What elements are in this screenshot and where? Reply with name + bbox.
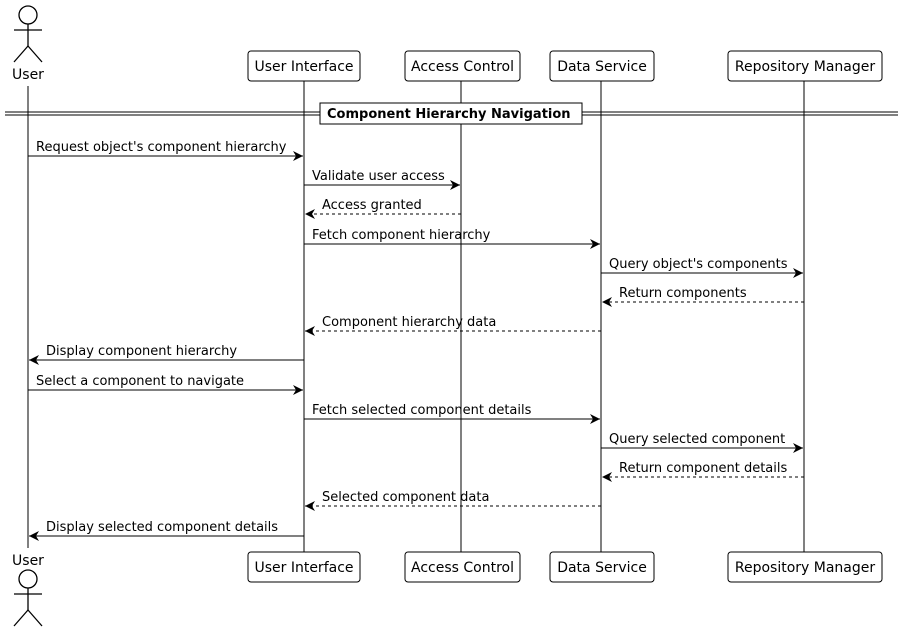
participant-user-top: User: [12, 5, 44, 83]
participant-rm-top: Repository Manager: [727, 50, 883, 82]
message: Query selected component: [601, 432, 803, 453]
participant-box: [549, 50, 655, 82]
section-title: Component Hierarchy Navigation: [327, 107, 571, 122]
message: Access granted: [305, 198, 461, 219]
participant-box: [404, 551, 521, 583]
message: Display component hierarchy: [29, 344, 304, 365]
message-label: Return components: [619, 286, 747, 301]
message-label: Fetch component hierarchy: [312, 228, 491, 243]
participant-ui-bottom: User Interface: [247, 551, 361, 583]
section-title-box: [319, 102, 583, 125]
participant-label: Repository Manager: [735, 59, 876, 75]
actor-icon: [13, 5, 43, 63]
message-label: Return component details: [619, 461, 787, 476]
participant-box: [247, 551, 361, 583]
message-label: Component hierarchy data: [322, 315, 496, 330]
messages: Request object's component hierarchyVali…: [28, 140, 804, 541]
section-divider: Component Hierarchy Navigation: [5, 102, 898, 125]
lifelines: [27, 81, 805, 552]
participant-ac-bottom: Access Control: [404, 551, 521, 583]
participant-box: [247, 50, 361, 82]
message-label: Display component hierarchy: [46, 344, 237, 359]
participant-ac-top: Access Control: [404, 50, 521, 82]
participant-box: [727, 551, 883, 583]
message-label: Query selected component: [609, 432, 785, 447]
participant-label: Data Service: [557, 59, 647, 75]
message-label: Query object's components: [609, 257, 788, 272]
message: Return component details: [602, 461, 804, 482]
message: Return components: [602, 286, 804, 307]
actor-label: User: [12, 67, 44, 83]
actor-label: User: [12, 553, 44, 569]
participant-label: Access Control: [411, 560, 514, 576]
message: Request object's component hierarchy: [28, 140, 303, 161]
message-label: Select a component to navigate: [36, 374, 244, 389]
message: Component hierarchy data: [305, 315, 601, 336]
participant-ds-top: Data Service: [549, 50, 655, 82]
participant-label: User Interface: [254, 560, 353, 576]
participant-ds-bottom: Data Service: [549, 551, 655, 583]
message-label: Display selected component details: [46, 520, 278, 535]
participant-label: Repository Manager: [735, 560, 876, 576]
participant-box: [549, 551, 655, 583]
participant-label: Data Service: [557, 560, 647, 576]
participant-box: [404, 50, 521, 82]
message: Validate user access: [304, 169, 460, 190]
message-label: Request object's component hierarchy: [36, 140, 287, 155]
participant-label: Access Control: [411, 59, 514, 75]
message: Query object's components: [601, 257, 803, 278]
message-label: Fetch selected component details: [312, 403, 532, 418]
message: Display selected component details: [29, 520, 304, 541]
participant-rm-bottom: Repository Manager: [727, 551, 883, 583]
actor-icon: [13, 569, 43, 627]
participant-label: User Interface: [254, 59, 353, 75]
participant-ui-top: User Interface: [247, 50, 361, 82]
message: Fetch component hierarchy: [304, 228, 600, 249]
message: Fetch selected component details: [304, 403, 600, 424]
message: Select a component to navigate: [28, 374, 303, 395]
message-label: Access granted: [322, 198, 422, 213]
message-label: Selected component data: [322, 490, 489, 505]
participant-user-bottom: User: [12, 553, 44, 627]
participant-box: [727, 50, 883, 82]
message: Selected component data: [305, 490, 601, 511]
message-label: Validate user access: [312, 169, 445, 184]
